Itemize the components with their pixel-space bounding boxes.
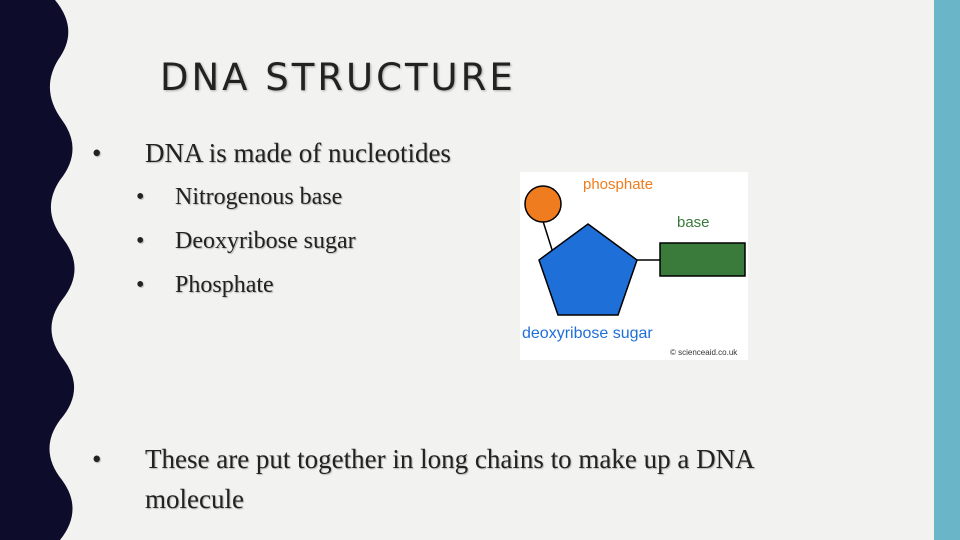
bullet-long-chains-line-1: These are put together in long chains to… [145,444,755,474]
slide-title: DNA STRUCTURE [160,56,516,99]
sub-bullet-marker: • [136,272,145,298]
phosphate-circle [524,185,562,223]
bullet-marker: • [92,444,102,474]
sub-bullet-marker: • [136,228,145,254]
diagram-credit: © scienceaid.co.uk [670,348,738,357]
base-label: base [677,214,710,231]
bullet-dna-nucleotides: DNA is made of nucleotides [145,138,451,168]
sub-bullet-phosphate: Phosphate [175,272,274,298]
right-accent-band [934,0,960,540]
sub-bullet-nitrogenous-base: Nitrogenous base [175,184,343,210]
deoxyribose-sugar-label: deoxyribose sugar [522,325,653,342]
phosphate-label: phosphate [583,176,653,193]
base-rectangle [659,242,746,277]
bullet-long-chains-line-2: molecule [145,484,244,514]
left-decorative-band [0,0,75,540]
deoxyribose-pentagon [538,223,638,316]
sub-bullet-marker: • [136,184,145,210]
nucleotide-diagram: phosphate base deoxyribose sugar © scien… [520,172,748,360]
bullet-marker: • [92,138,102,168]
sub-bullet-deoxyribose-sugar: Deoxyribose sugar [175,228,356,254]
